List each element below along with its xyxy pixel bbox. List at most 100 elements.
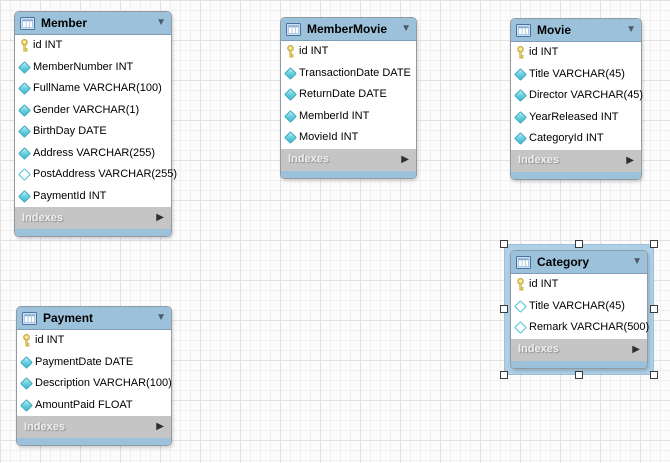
table-header[interactable]: Category ▼ <box>511 251 647 274</box>
table-title: Member <box>41 16 88 30</box>
notnull-column-icon <box>18 82 31 96</box>
column-row[interactable]: id INT <box>281 41 416 63</box>
column-row[interactable]: YearReleased INT <box>511 107 641 129</box>
column-text: FullName VARCHAR(100) <box>33 82 162 95</box>
column-row[interactable]: FullName VARCHAR(100) <box>15 78 171 100</box>
column-row[interactable]: CategoryId INT <box>511 128 641 150</box>
column-row[interactable]: Address VARCHAR(255) <box>15 143 171 165</box>
nullable-column-icon <box>514 299 527 313</box>
selection-resize-handle[interactable] <box>500 305 508 314</box>
column-text: AmountPaid FLOAT <box>35 398 133 411</box>
column-row[interactable]: BirthDay DATE <box>15 121 171 143</box>
primary-key-icon <box>515 278 526 291</box>
table-header[interactable]: Payment▼ <box>17 307 171 330</box>
column-row[interactable]: Remark VARCHAR(500) <box>511 317 649 339</box>
column-row[interactable]: Description VARCHAR(100) <box>17 373 172 395</box>
nullable-column-icon <box>18 168 31 182</box>
column-row[interactable]: Title VARCHAR(45) <box>511 64 641 86</box>
notnull-column-icon <box>20 398 33 412</box>
indexes-footer[interactable]: Indexes ▶ <box>281 148 416 171</box>
selection-resize-handle[interactable] <box>650 240 658 248</box>
selection-resize-handle[interactable] <box>500 240 508 248</box>
collapse-arrow-icon[interactable]: ▼ <box>632 256 642 267</box>
notnull-column-icon <box>284 88 297 102</box>
table-membermovie[interactable]: MemberMovie ▼ id INT TransactionDate DATE Re… <box>280 17 417 179</box>
table-header[interactable]: Movie ▼ <box>511 19 641 42</box>
table-icon <box>20 16 35 30</box>
table-bottom-strip <box>15 229 171 236</box>
notnull-column-icon <box>20 377 33 391</box>
column-text: CategoryId INT <box>529 132 604 145</box>
indexes-label: Indexes <box>288 153 329 165</box>
column-row[interactable]: Title VARCHAR(45) <box>511 296 647 318</box>
column-row[interactable]: MemberNumber INT <box>15 57 171 79</box>
column-row[interactable]: id INT <box>15 35 171 57</box>
notnull-column-icon <box>18 189 31 203</box>
column-row[interactable]: TransactionDate DATE <box>281 63 416 85</box>
collapse-arrow-icon[interactable]: ▼ <box>401 23 411 34</box>
expand-arrow-icon[interactable]: ▶ <box>156 212 164 223</box>
column-text: PaymentId INT <box>33 189 107 202</box>
table-icon <box>516 23 531 37</box>
column-row[interactable]: id INT <box>17 330 171 352</box>
collapse-arrow-icon[interactable]: ▼ <box>626 24 636 35</box>
column-row[interactable]: PaymentDate DATE <box>17 352 171 374</box>
primary-key-icon <box>515 46 526 59</box>
selection-resize-handle[interactable] <box>650 370 658 379</box>
selection-resize-handle[interactable] <box>575 240 583 248</box>
notnull-column-icon <box>284 109 297 123</box>
column-row[interactable]: PostAddress VARCHAR(255) <box>15 164 177 186</box>
column-row[interactable]: Gender VARCHAR(1) <box>15 100 171 122</box>
notnull-column-icon <box>18 103 31 117</box>
column-row[interactable]: Director VARCHAR(45) <box>511 85 644 107</box>
column-text: id INT <box>33 39 63 52</box>
notnull-column-icon <box>18 60 31 74</box>
indexes-footer[interactable]: Indexes▶ <box>511 338 647 361</box>
column-row[interactable]: MemberId INT <box>281 106 416 128</box>
selection-resize-handle[interactable] <box>650 305 658 314</box>
column-text: Description VARCHAR(100) <box>35 377 172 390</box>
column-row[interactable]: id INT <box>511 274 647 296</box>
table-icon <box>286 22 301 36</box>
expand-arrow-icon[interactable]: ▶ <box>156 421 164 432</box>
expand-arrow-icon[interactable]: ▶ <box>632 343 640 355</box>
column-text: YearReleased INT <box>529 110 619 123</box>
indexes-footer[interactable]: Indexes▶ <box>15 207 171 229</box>
table-member[interactable]: Member ▼ id INT MemberNumber INT FullName VA… <box>14 11 177 237</box>
indexes-footer[interactable]: Indexes▶ <box>511 149 641 172</box>
table-header[interactable]: Member ▼ <box>15 12 171 35</box>
column-text: TransactionDate DATE <box>299 66 411 79</box>
column-row[interactable]: PaymentId INT <box>15 186 171 208</box>
column-row[interactable]: AmountPaid FLOAT <box>17 395 171 417</box>
notnull-column-icon <box>514 89 527 103</box>
column-row[interactable]: id INT <box>511 42 641 64</box>
column-list: id INT MemberNumber INT FullName VARCHAR(1… <box>15 35 177 208</box>
table-title: Category <box>537 255 590 269</box>
column-text: Address VARCHAR(255) <box>33 146 156 159</box>
expand-arrow-icon[interactable]: ▶ <box>626 154 634 166</box>
notnull-column-icon <box>514 110 527 124</box>
primary-key-icon <box>19 39 30 52</box>
selection-resize-handle[interactable] <box>500 370 508 379</box>
column-row[interactable]: ReturnDate DATE <box>281 84 416 106</box>
table-header[interactable]: MemberMovie ▼ <box>281 18 416 41</box>
expand-arrow-icon[interactable]: ▶ <box>401 153 409 165</box>
collapse-arrow-icon[interactable]: ▼ <box>156 312 166 323</box>
table-title: MemberMovie <box>307 22 388 36</box>
primary-key-icon <box>285 45 296 58</box>
collapse-arrow-icon[interactable]: ▼ <box>156 17 166 28</box>
indexes-footer[interactable]: Indexes▶ <box>17 416 171 438</box>
selection-resize-handle[interactable] <box>575 370 583 379</box>
column-row[interactable]: MovieId INT <box>281 127 416 149</box>
column-text: id INT <box>299 45 329 58</box>
table-title: Movie <box>537 23 572 37</box>
column-text: MemberId INT <box>299 109 370 122</box>
table-bottom-strip <box>281 170 416 178</box>
column-text: Director VARCHAR(45) <box>529 89 644 102</box>
